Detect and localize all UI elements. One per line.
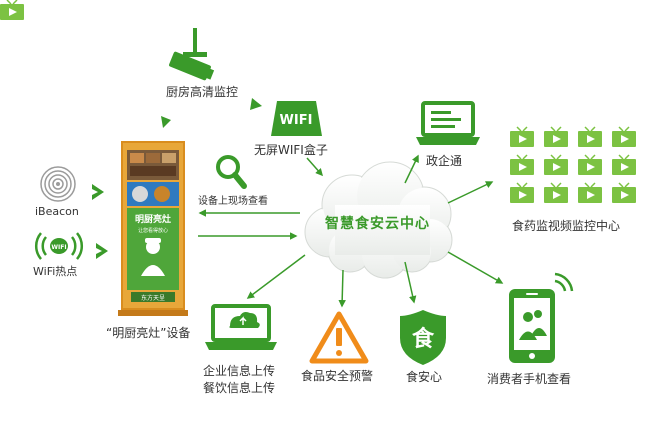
cloud-icon: [304, 161, 453, 279]
device-brand: 东方天呈: [141, 294, 165, 302]
kiosk-icon: 明厨亮灶 让您看得放心 东方天呈: [118, 141, 188, 316]
shield-label: 食安心: [406, 370, 443, 384]
camera-label: 厨房高清监控: [166, 85, 239, 99]
phone-icon: [509, 272, 574, 363]
wifi-box-text: WIFI: [280, 113, 313, 128]
beacon-label: iBeacon: [35, 205, 79, 218]
wifi-hotspot-label: WiFi热点: [33, 265, 78, 278]
device-label: “明厨亮灶”设备: [106, 326, 191, 340]
connector-arrows: [198, 154, 504, 308]
upload-laptop-icon: [205, 304, 277, 350]
wifi-box-icon: WIFI: [271, 101, 322, 136]
wifi-hotspot-badge: WIFI: [51, 244, 66, 251]
shield-icon: 食: [400, 310, 446, 365]
gov-enterprise-label: 政企通: [426, 154, 463, 168]
chevron-right-icon: [92, 184, 108, 259]
shield-glyph: 食: [412, 326, 435, 352]
beacon-icon: [40, 166, 76, 202]
wifi-box-label: 无屏WIFI盒子: [254, 143, 328, 157]
video-center-label: 食药监视频监控中心: [512, 219, 621, 233]
cloud-center-label: 智慧食安云中心: [325, 216, 430, 232]
device-screen-title: 明厨亮灶: [135, 213, 171, 225]
wifi-hotspot-icon: WIFI: [34, 232, 84, 260]
onsite-view-label: 设备上现场查看: [198, 196, 268, 207]
warning-icon: [309, 311, 369, 364]
flow-chevrons: [161, 98, 262, 128]
search-icon: [216, 155, 247, 189]
phone-label: 消费者手机查看: [487, 372, 572, 386]
upload-line-1: 企业信息上传: [203, 364, 276, 378]
camera-icon: [169, 28, 215, 81]
upload-line-2: 餐饮信息上传: [203, 381, 276, 395]
warning-label: 食品安全预警: [301, 369, 374, 383]
monitor-icon: [416, 101, 480, 145]
device-screen-subtitle: 让您看得放心: [138, 227, 168, 234]
video-wall-icon: [0, 0, 637, 204]
